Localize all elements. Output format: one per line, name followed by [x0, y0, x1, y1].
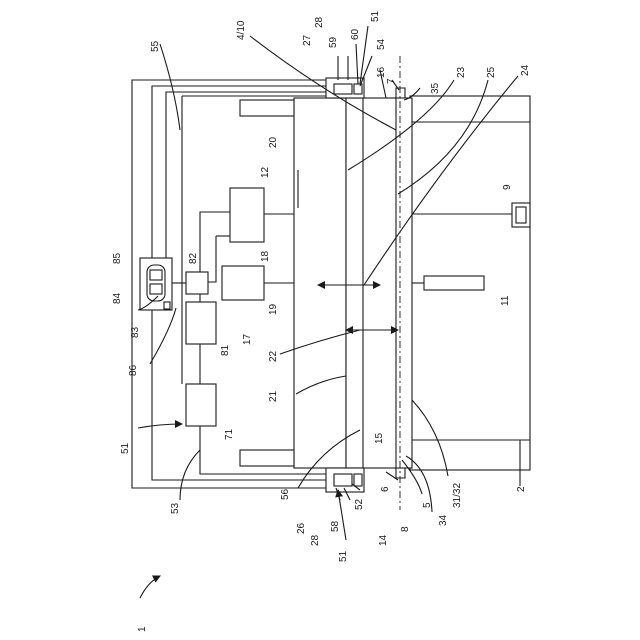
ref-18: 18 — [260, 250, 271, 262]
ref-59: 59 — [328, 36, 339, 48]
ref-56: 56 — [280, 488, 291, 500]
ref-25: 25 — [486, 66, 497, 78]
ref-53: 53 — [170, 502, 181, 514]
ref-71: 71 — [224, 428, 235, 440]
ref-35: 35 — [430, 82, 441, 94]
ref-14: 14 — [378, 534, 389, 546]
ref-19: 19 — [268, 303, 279, 315]
block-12 — [230, 188, 264, 242]
ref-2: 2 — [516, 486, 527, 492]
ref-21: 21 — [268, 390, 279, 402]
ref-17: 17 — [242, 333, 253, 345]
block-82 — [186, 272, 208, 294]
ref-24: 24 — [520, 64, 531, 76]
ref-60: 60 — [350, 28, 361, 40]
plug-socket-upper — [150, 270, 162, 280]
ref-82: 82 — [188, 252, 199, 264]
ref-31-32: 31/32 — [452, 483, 463, 508]
ref-26: 26 — [296, 522, 307, 534]
ref-28-bottom: 28 — [310, 534, 321, 546]
block-18 — [222, 266, 264, 300]
block-71 — [186, 384, 216, 426]
ref-55: 55 — [150, 40, 161, 52]
ref-85: 85 — [112, 252, 123, 264]
ref-20: 20 — [268, 136, 279, 148]
ref-1: 1 — [137, 626, 148, 632]
ref-51-top: 51 — [370, 10, 381, 22]
ref-51-bottom: 51 — [338, 550, 349, 562]
ref-54: 54 — [376, 38, 387, 50]
ref-28-top: 28 — [314, 16, 325, 28]
control-blocks — [140, 188, 264, 426]
ref-4-10: 4/10 — [236, 20, 247, 40]
plug-socket-lower — [150, 284, 162, 294]
ref-15: 15 — [374, 432, 385, 444]
ref-9: 9 — [502, 184, 513, 190]
ref-81: 81 — [220, 344, 231, 356]
ref-27: 27 — [302, 34, 313, 46]
ref-23: 23 — [456, 66, 467, 78]
actuator-11 — [424, 276, 484, 290]
ref-7: 7 — [386, 78, 397, 84]
ref-86: 86 — [128, 364, 139, 376]
ref-51-left: 51 — [120, 442, 131, 454]
ref-5: 5 — [422, 502, 433, 508]
actuator-9-inner — [516, 207, 526, 223]
ref-83: 83 — [130, 326, 141, 338]
ref-6: 6 — [380, 486, 391, 492]
panel-assembly — [294, 56, 412, 510]
ref-8: 8 — [400, 526, 411, 532]
block-81 — [186, 302, 216, 344]
ref-84: 84 — [112, 292, 123, 304]
ref-34: 34 — [438, 514, 449, 526]
ref-52: 52 — [354, 498, 365, 510]
ref-11: 11 — [500, 295, 511, 306]
ref-58: 58 — [330, 520, 341, 532]
ref-12: 12 — [260, 166, 271, 178]
ref-16: 16 — [376, 66, 387, 78]
ref-22: 22 — [268, 350, 279, 362]
plug-contact — [164, 302, 170, 309]
